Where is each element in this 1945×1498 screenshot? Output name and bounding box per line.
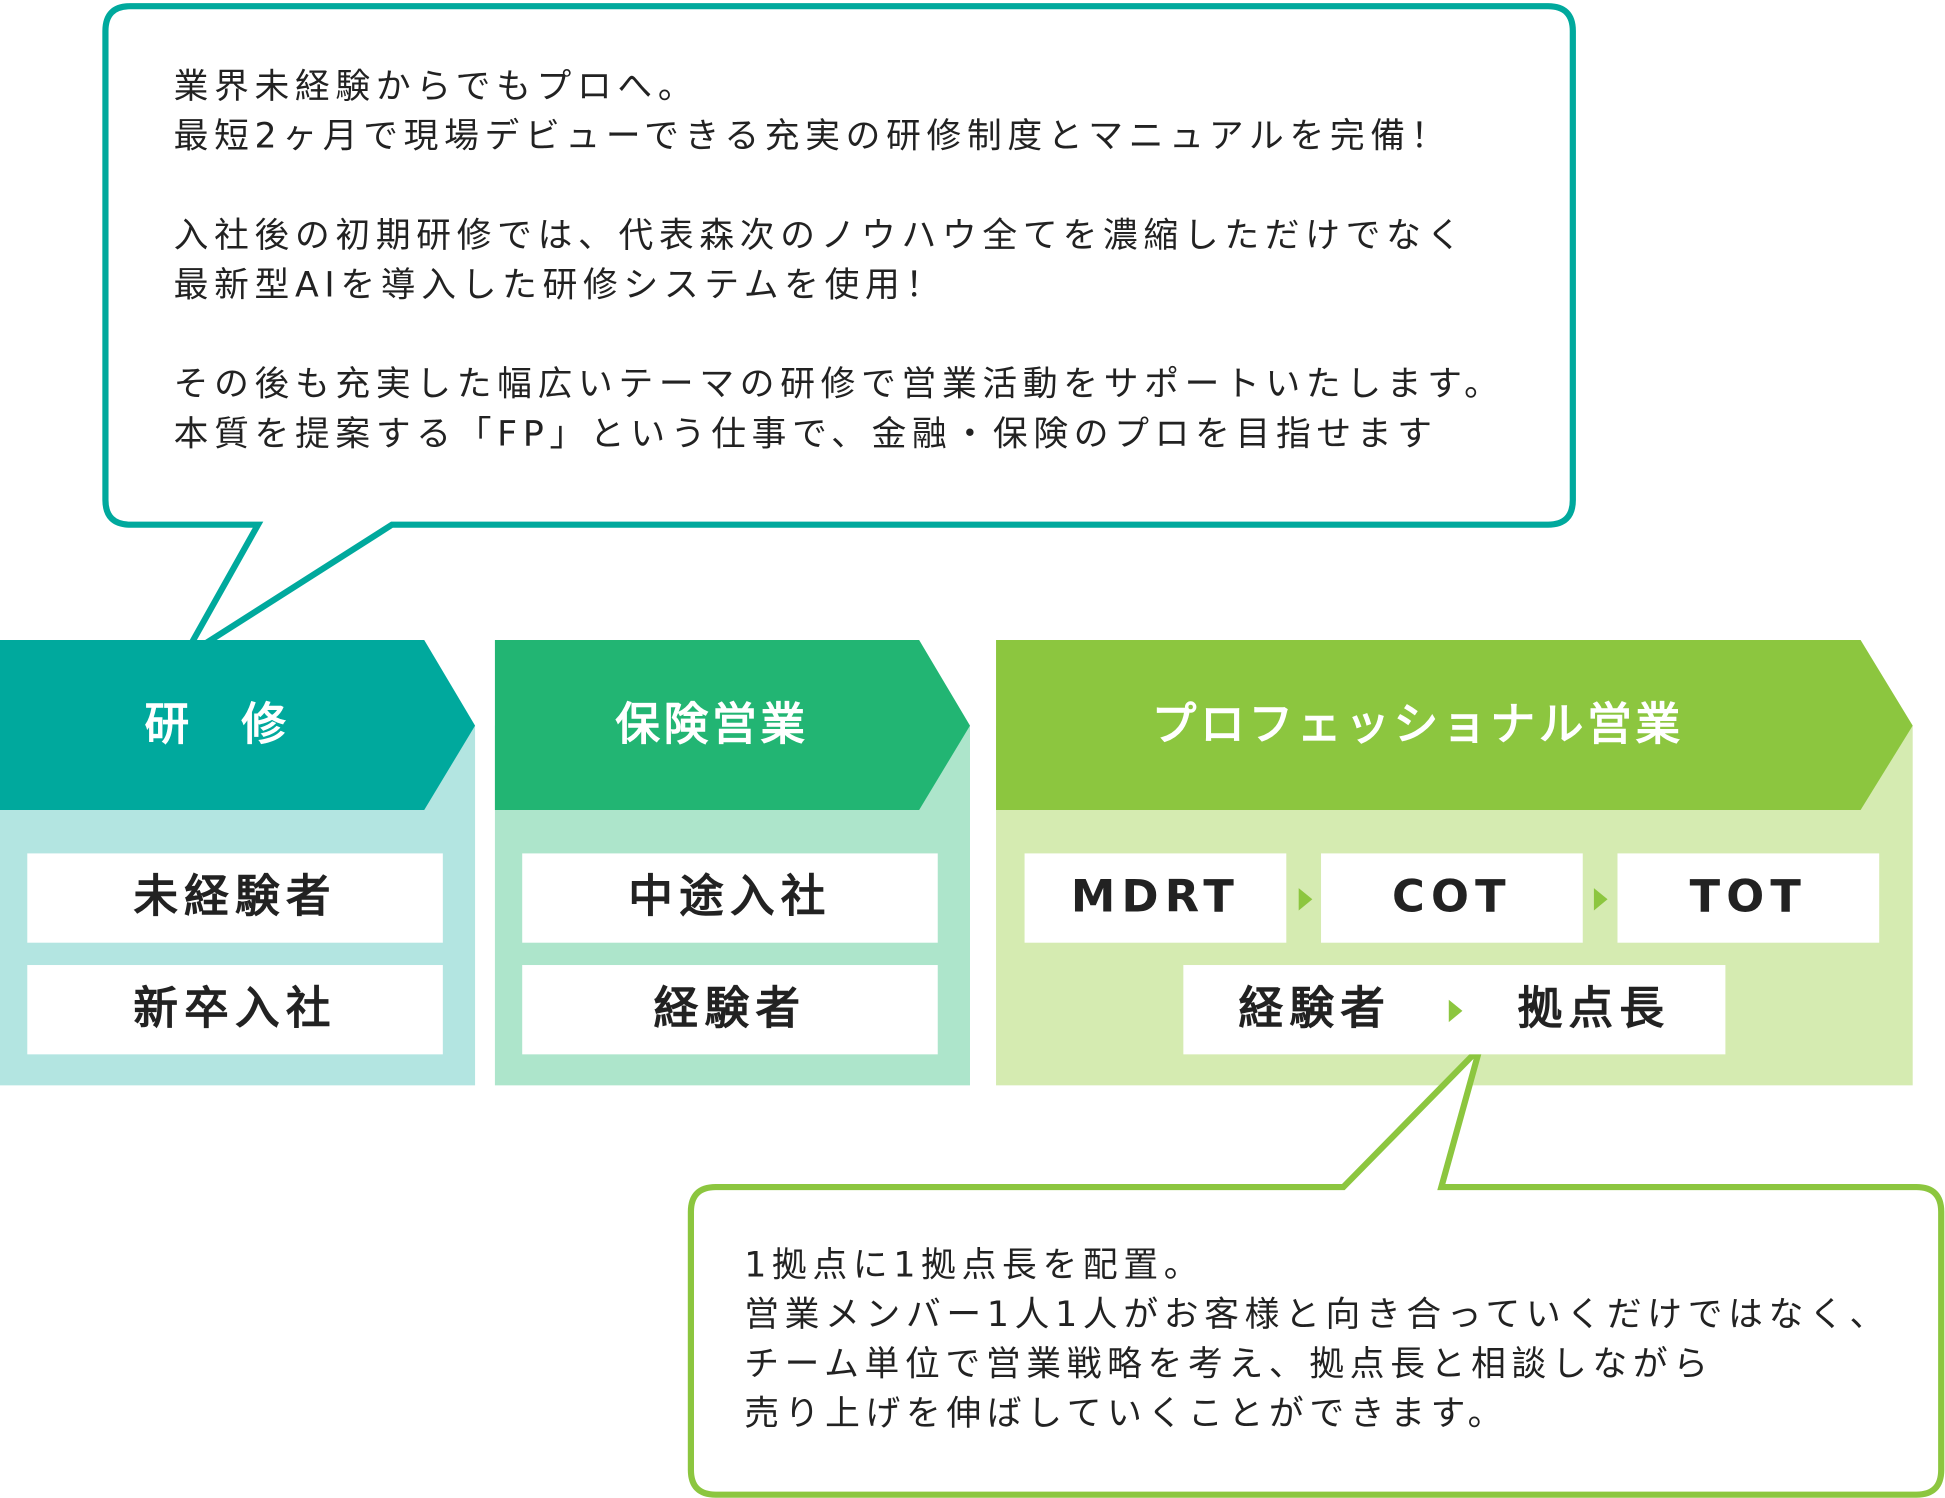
- stage-training-header: [0, 640, 476, 810]
- rank-tot: TOT: [1617, 853, 1880, 943]
- top-speech-bubble: [102, 3, 1576, 661]
- bottom-bubble-text: 1拠点に1拠点長を配置。 営業メンバー1人1人がお客様と向き合っていくだけではな…: [744, 1240, 1890, 1438]
- stage-pro-title: プロフェッショナル営業: [1151, 699, 1684, 751]
- text-line: 最短2ヶ月で現場デビューできる充実の研修制度とマニュアルを完備！: [173, 115, 1452, 157]
- stage-training-title: 研 修: [144, 699, 290, 751]
- text-line: 業界未経験からでもプロへ。: [173, 65, 699, 107]
- text-line: 売り上げを伸ばしていくことができます。: [744, 1392, 1509, 1434]
- arrow-right-icon: [1448, 999, 1463, 1023]
- item-mid-career: 中途入社: [522, 853, 938, 943]
- text-line: 1拠点に1拠点長を配置。: [744, 1244, 1205, 1286]
- path-experienced: 経験者: [1238, 983, 1392, 1035]
- text-line: 営業メンバー1人1人がお客様と向き合っていくだけではなく、: [744, 1293, 1890, 1335]
- text-line: 最新型AIを導入した研修システムを使用！: [173, 264, 946, 306]
- stage-sales-title: 保険営業: [615, 699, 809, 751]
- rank-mdrt: MDRT: [1024, 853, 1287, 943]
- path-branch-manager: 拠点長: [1517, 983, 1671, 1035]
- stage-pro-header: [996, 640, 1913, 810]
- top-bubble-text: 業界未経験からでもプロへ。 最短2ヶ月で現場デビューできる充実の研修制度とマニュ…: [174, 62, 1505, 459]
- text-line: 本質を提案する「FP」という仕事で、金融・保険のプロを目指せます: [173, 413, 1438, 454]
- arrow-right-icon: [1593, 888, 1608, 911]
- arrow-right-icon: [1298, 888, 1313, 911]
- item-inexperienced: 未経験者: [27, 853, 443, 943]
- rank-cot: COT: [1321, 853, 1583, 943]
- item-new-graduate: 新卒入社: [27, 965, 443, 1055]
- item-experienced: 経験者: [522, 965, 938, 1055]
- text-line: その後も充実した幅広いテーマの研修で営業活動をサポートいたします。: [173, 363, 1505, 405]
- text-line: チーム単位で営業戦略を考え、拠点長と相談しながら: [744, 1343, 1714, 1385]
- bottom-speech-bubble: [687, 1037, 1945, 1498]
- text-line: 入社後の初期研修では、代表森次のノウハウ全てを濃縮しただけでなく: [173, 214, 1467, 256]
- stage-sales-header: [494, 640, 970, 810]
